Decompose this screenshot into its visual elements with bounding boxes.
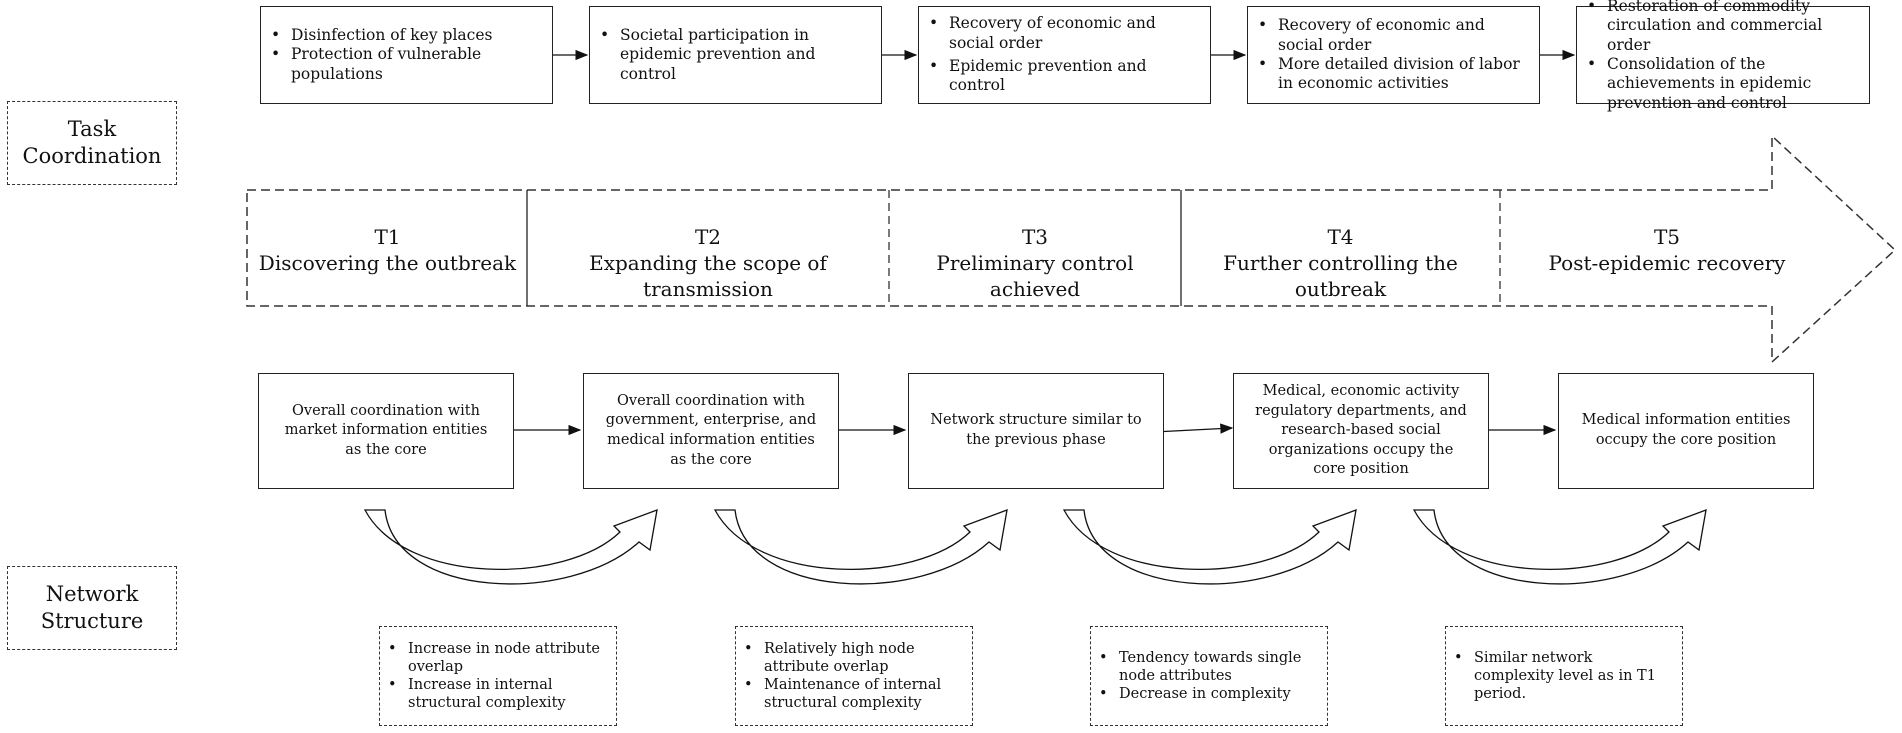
stage-id: T2 <box>694 225 722 249</box>
task-list-t1: Disinfection of key places Protection of… <box>265 26 544 84</box>
network-box-t1: Overall coordination with market informa… <box>258 373 514 489</box>
task-box-t4: Recovery of economic and social order Mo… <box>1247 6 1540 104</box>
task-item: Disinfection of key places <box>265 26 544 46</box>
network-structure-label: Network Structure <box>7 566 177 650</box>
network-box-t2: Overall coordination with government, en… <box>583 373 839 489</box>
stage-id: T3 <box>1021 225 1049 249</box>
stage-t1: T1 Discovering the outbreak <box>250 224 525 276</box>
network-flow-arrow <box>1153 423 1234 434</box>
note-item: Increase in node attribute overlap <box>382 640 608 676</box>
transition-note-1: Increase in node attribute overlap Incre… <box>379 626 617 726</box>
note-list: Relatively high node attribute overlap M… <box>738 640 964 713</box>
network-box-text: Medical, economic activity regulatory de… <box>1255 383 1467 478</box>
transition-note-2: Relatively high node attribute overlap M… <box>735 626 973 726</box>
network-box-t3: Network structure similar to the previou… <box>908 373 1164 489</box>
network-box-t4: Medical, economic activity regulatory de… <box>1233 373 1489 489</box>
transition-curved-arrow <box>1062 508 1357 585</box>
stage-t2: T2 Expanding the scope of transmission <box>529 224 887 302</box>
task-item: Recovery of economic and social order <box>1252 16 1531 55</box>
transition-curved-arrow <box>363 508 658 585</box>
stage-id: T1 <box>374 225 401 249</box>
stage-t4: T4 Further controlling the outbreak <box>1183 224 1498 302</box>
transition-note-3: Tendency towards single node attributes … <box>1090 626 1328 726</box>
note-item: Maintenance of internal structural compl… <box>738 676 964 712</box>
stage-id: T5 <box>1653 225 1681 249</box>
task-box-t5: Restoration of commodity circulation and… <box>1576 0 1870 112</box>
task-item: More detailed division of labor in econo… <box>1252 55 1531 94</box>
note-item: Tendency towards single node attributes <box>1093 649 1319 685</box>
stage-name: Post-epidemic recovery <box>1548 251 1786 275</box>
task-coordination-label: Task Coordination <box>7 101 177 185</box>
note-item: Decrease in complexity <box>1093 685 1319 703</box>
note-list: Similar network complexity level as in T… <box>1448 649 1674 703</box>
note-list: Increase in node attribute overlap Incre… <box>382 640 608 713</box>
task-item: Recovery of economic and social order <box>923 14 1202 53</box>
task-box-t1: Disinfection of key places Protection of… <box>260 6 553 104</box>
network-box-t5: Medical information entities occupy the … <box>1558 373 1814 489</box>
task-coordination-text: Task Coordination <box>22 116 162 168</box>
stage-id: T4 <box>1327 225 1354 249</box>
transition-curved-arrow <box>1412 508 1707 585</box>
task-list-t4: Recovery of economic and social order Mo… <box>1252 16 1531 94</box>
note-list: Tendency towards single node attributes … <box>1093 649 1319 704</box>
transition-curved-arrow <box>713 508 1008 585</box>
stage-name: Preliminary control achieved <box>936 251 1134 301</box>
network-box-text: Network structure similar to the previou… <box>930 412 1142 448</box>
transition-note-4: Similar network complexity level as in T… <box>1445 626 1683 726</box>
stage-name: Discovering the outbreak <box>258 251 517 275</box>
timeline-arrow <box>246 134 1897 364</box>
task-item: Protection of vulnerable populations <box>265 45 544 84</box>
stage-t5: T5 Post-epidemic recovery <box>1502 224 1832 276</box>
note-item: Similar network complexity level as in T… <box>1448 649 1674 703</box>
stage-name: Expanding the scope of transmission <box>589 251 827 301</box>
task-box-t3: Recovery of economic and social order Ep… <box>918 6 1211 104</box>
task-list-t2: Societal participation in epidemic preve… <box>594 26 873 84</box>
network-structure-text: Network Structure <box>40 581 144 633</box>
task-list-t5: Restoration of commodity circulation and… <box>1581 0 1861 113</box>
task-item: Societal participation in epidemic preve… <box>594 26 873 84</box>
note-item: Relatively high node attribute overlap <box>738 640 964 676</box>
note-item: Increase in internal structural complexi… <box>382 676 608 712</box>
network-box-text: Overall coordination with government, en… <box>605 392 817 468</box>
task-box-t2: Societal participation in epidemic preve… <box>589 6 882 104</box>
task-item: Restoration of commodity circulation and… <box>1581 0 1861 55</box>
task-item: Epidemic prevention and control <box>923 57 1202 96</box>
network-box-text: Medical information entities occupy the … <box>1581 412 1791 448</box>
task-item: Consolidation of the achievements in epi… <box>1581 55 1861 113</box>
network-box-text: Overall coordination with market informa… <box>284 402 488 458</box>
stage-t3: T3 Preliminary control achieved <box>891 224 1179 302</box>
task-list-t3: Recovery of economic and social order Ep… <box>923 14 1202 96</box>
stage-name: Further controlling the outbreak <box>1223 251 1458 301</box>
